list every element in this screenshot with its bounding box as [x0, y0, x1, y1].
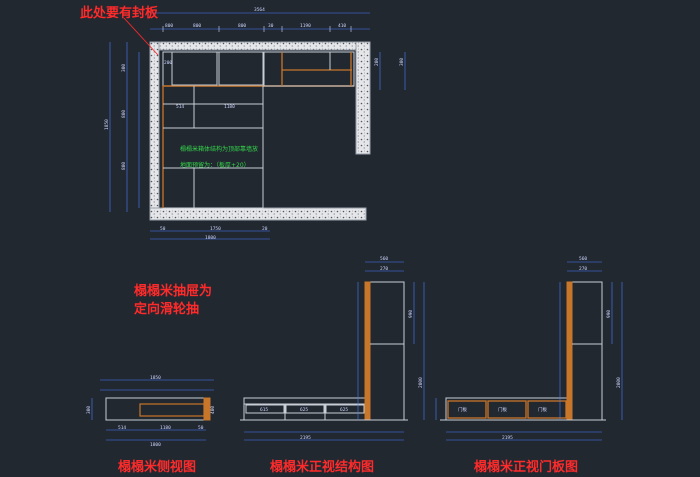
plan-dim-bottom-total: 1800 [205, 235, 216, 241]
fd-dim-h-upper: 990 [606, 310, 612, 318]
side-dim-bottom: 1800 [150, 442, 161, 448]
side-dim-h2: 400 [210, 406, 216, 414]
plan-note-1: 榻榻米箱体结构为顶部靠墙放 [180, 146, 259, 153]
plan-dim-top-part: 800 [165, 23, 173, 29]
plan-dim-left-part: 800 [121, 110, 127, 118]
front-structure-dimensions: 560 270 990 2000 2195 615 625 625 [260, 256, 424, 441]
front-structure-view [240, 261, 425, 441]
fs-dim-width: 2195 [300, 435, 311, 441]
fd-dim-col-small: 270 [579, 266, 587, 272]
fd-dim-width: 2195 [502, 435, 513, 441]
plan-dim-top-part: 1190 [300, 23, 311, 29]
door-label: 门板 [498, 406, 507, 413]
door-label: 门板 [538, 406, 547, 413]
plan-dim-top-part: 800 [238, 23, 246, 29]
fd-dim-col-top: 560 [579, 256, 587, 262]
plan-note-2: 地面预留为：（板厚+20） [180, 162, 250, 169]
plan-wall-top [149, 41, 371, 51]
plan-dim-top-small: 200 [164, 60, 172, 66]
plan-dim-mid-small: 514 [176, 104, 184, 110]
plan-dim-left-part: 300 [121, 64, 127, 72]
plan-wall-bottom [149, 207, 367, 221]
side-dim-top: 1850 [150, 375, 161, 381]
fs-dim-cell: 625 [300, 407, 308, 413]
fd-dim-h-total: 2000 [616, 377, 622, 388]
plan-view [109, 12, 406, 240]
caption-front-door: 榻榻米正视门板图 [474, 460, 579, 475]
side-view-dimensions: 1850 1800 514 1180 50 300 400 [86, 375, 216, 448]
caption-side-view: 榻榻米侧视图 [118, 460, 197, 475]
plan-wall-right [355, 41, 371, 155]
fs-dim-cell: 615 [260, 407, 268, 413]
side-dim-h: 300 [86, 406, 92, 414]
side-dim-part: 514 [118, 425, 126, 431]
drawer-note-line-1: 榻榻米抽屉为 [134, 284, 213, 299]
fs-dim-col-top: 560 [380, 256, 388, 262]
plan-dim-mid-span: 1180 [224, 104, 235, 110]
side-dim-part: 1180 [160, 425, 171, 431]
plan-dim-left-total: 1850 [104, 119, 110, 130]
plan-dim-right-part: 300 [399, 58, 405, 66]
plan-wall-left [149, 41, 160, 221]
plan-dim-bottom-span: 1750 [210, 226, 221, 232]
plan-dim-bottom-right: 20 [262, 226, 268, 232]
front-door-view [435, 261, 623, 441]
plan-dim-top-part: 30 [268, 23, 274, 29]
plan-dim-right-part: 200 [374, 58, 380, 66]
drawer-note: 榻榻米抽屉为 定向滑轮抽 [134, 283, 212, 319]
drawer-note-line-2: 定向滑轮抽 [134, 302, 200, 317]
side-view [91, 379, 214, 441]
plan-dimensions: 3564 800 800 800 30 1190 410 200 514 118… [104, 7, 405, 241]
fs-dim-h-upper: 990 [408, 310, 414, 318]
side-dim-part: 50 [198, 425, 204, 431]
caption-front-structure: 榻榻米正视结构图 [270, 460, 375, 475]
plan-dim-left-part: 800 [121, 162, 127, 170]
fs-dim-cell: 625 [340, 407, 348, 413]
plan-dim-top-part: 410 [338, 23, 346, 29]
front-door-dimensions: 560 270 990 2000 2195 门板 门板 门板 [458, 256, 622, 441]
plan-dim-top-total: 3564 [254, 7, 265, 13]
plan-dim-top-part: 800 [193, 23, 201, 29]
plan-dim-bottom-left: 50 [160, 226, 166, 232]
top-annotation: 此处要有封板 [80, 6, 159, 21]
fs-dim-col-small: 270 [380, 266, 388, 272]
door-label: 门板 [458, 406, 467, 413]
fs-dim-h-total: 2000 [418, 377, 424, 388]
